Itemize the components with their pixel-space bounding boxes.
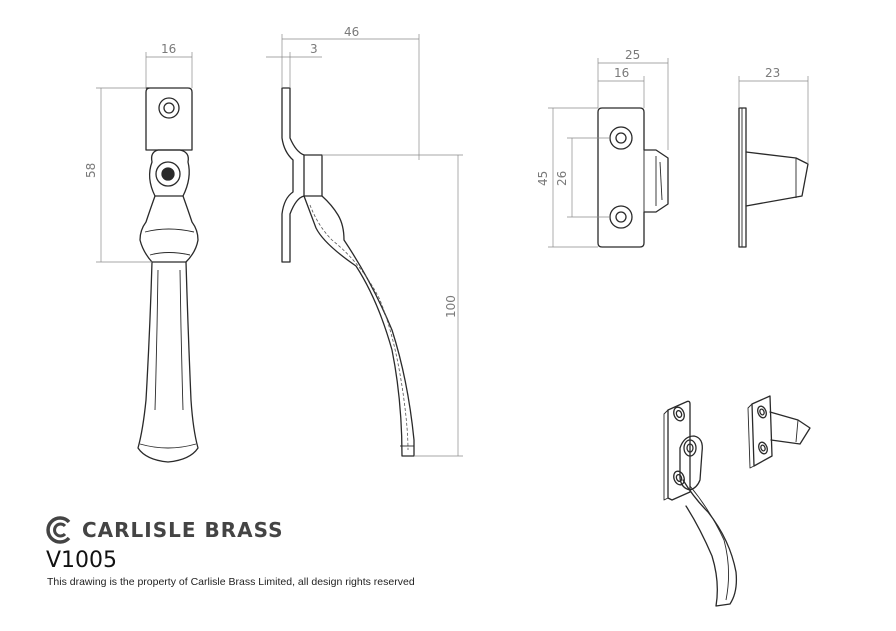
dim-side-depth: 46	[344, 25, 359, 39]
copyright-note: This drawing is the property of Carlisle…	[47, 576, 415, 588]
product-code: V1005	[46, 548, 118, 573]
keep-front-view	[548, 58, 669, 248]
brand-block: CARLISLE BRASS	[46, 516, 284, 544]
carlisle-brass-logo-icon	[46, 516, 71, 544]
keep-side-view	[738, 76, 809, 248]
dim-side-length: 100	[444, 295, 458, 318]
keep-isometric-view	[747, 395, 811, 469]
handle-front-view	[96, 52, 199, 463]
handle-side-view	[266, 34, 463, 457]
dim-keep-width: 25	[625, 48, 640, 62]
handle-isometric-view	[663, 400, 738, 607]
brand-name: CARLISLE BRASS	[82, 518, 284, 542]
dim-handle-height: 58	[84, 163, 98, 178]
dim-keep-inner: 16	[614, 66, 629, 80]
dim-keep-depth: 23	[765, 66, 780, 80]
dim-handle-width: 16	[161, 42, 176, 56]
dim-keep-height: 45	[536, 171, 550, 186]
dim-plate-thickness: 3	[310, 42, 318, 56]
dim-keep-hole-pitch: 26	[555, 171, 569, 186]
